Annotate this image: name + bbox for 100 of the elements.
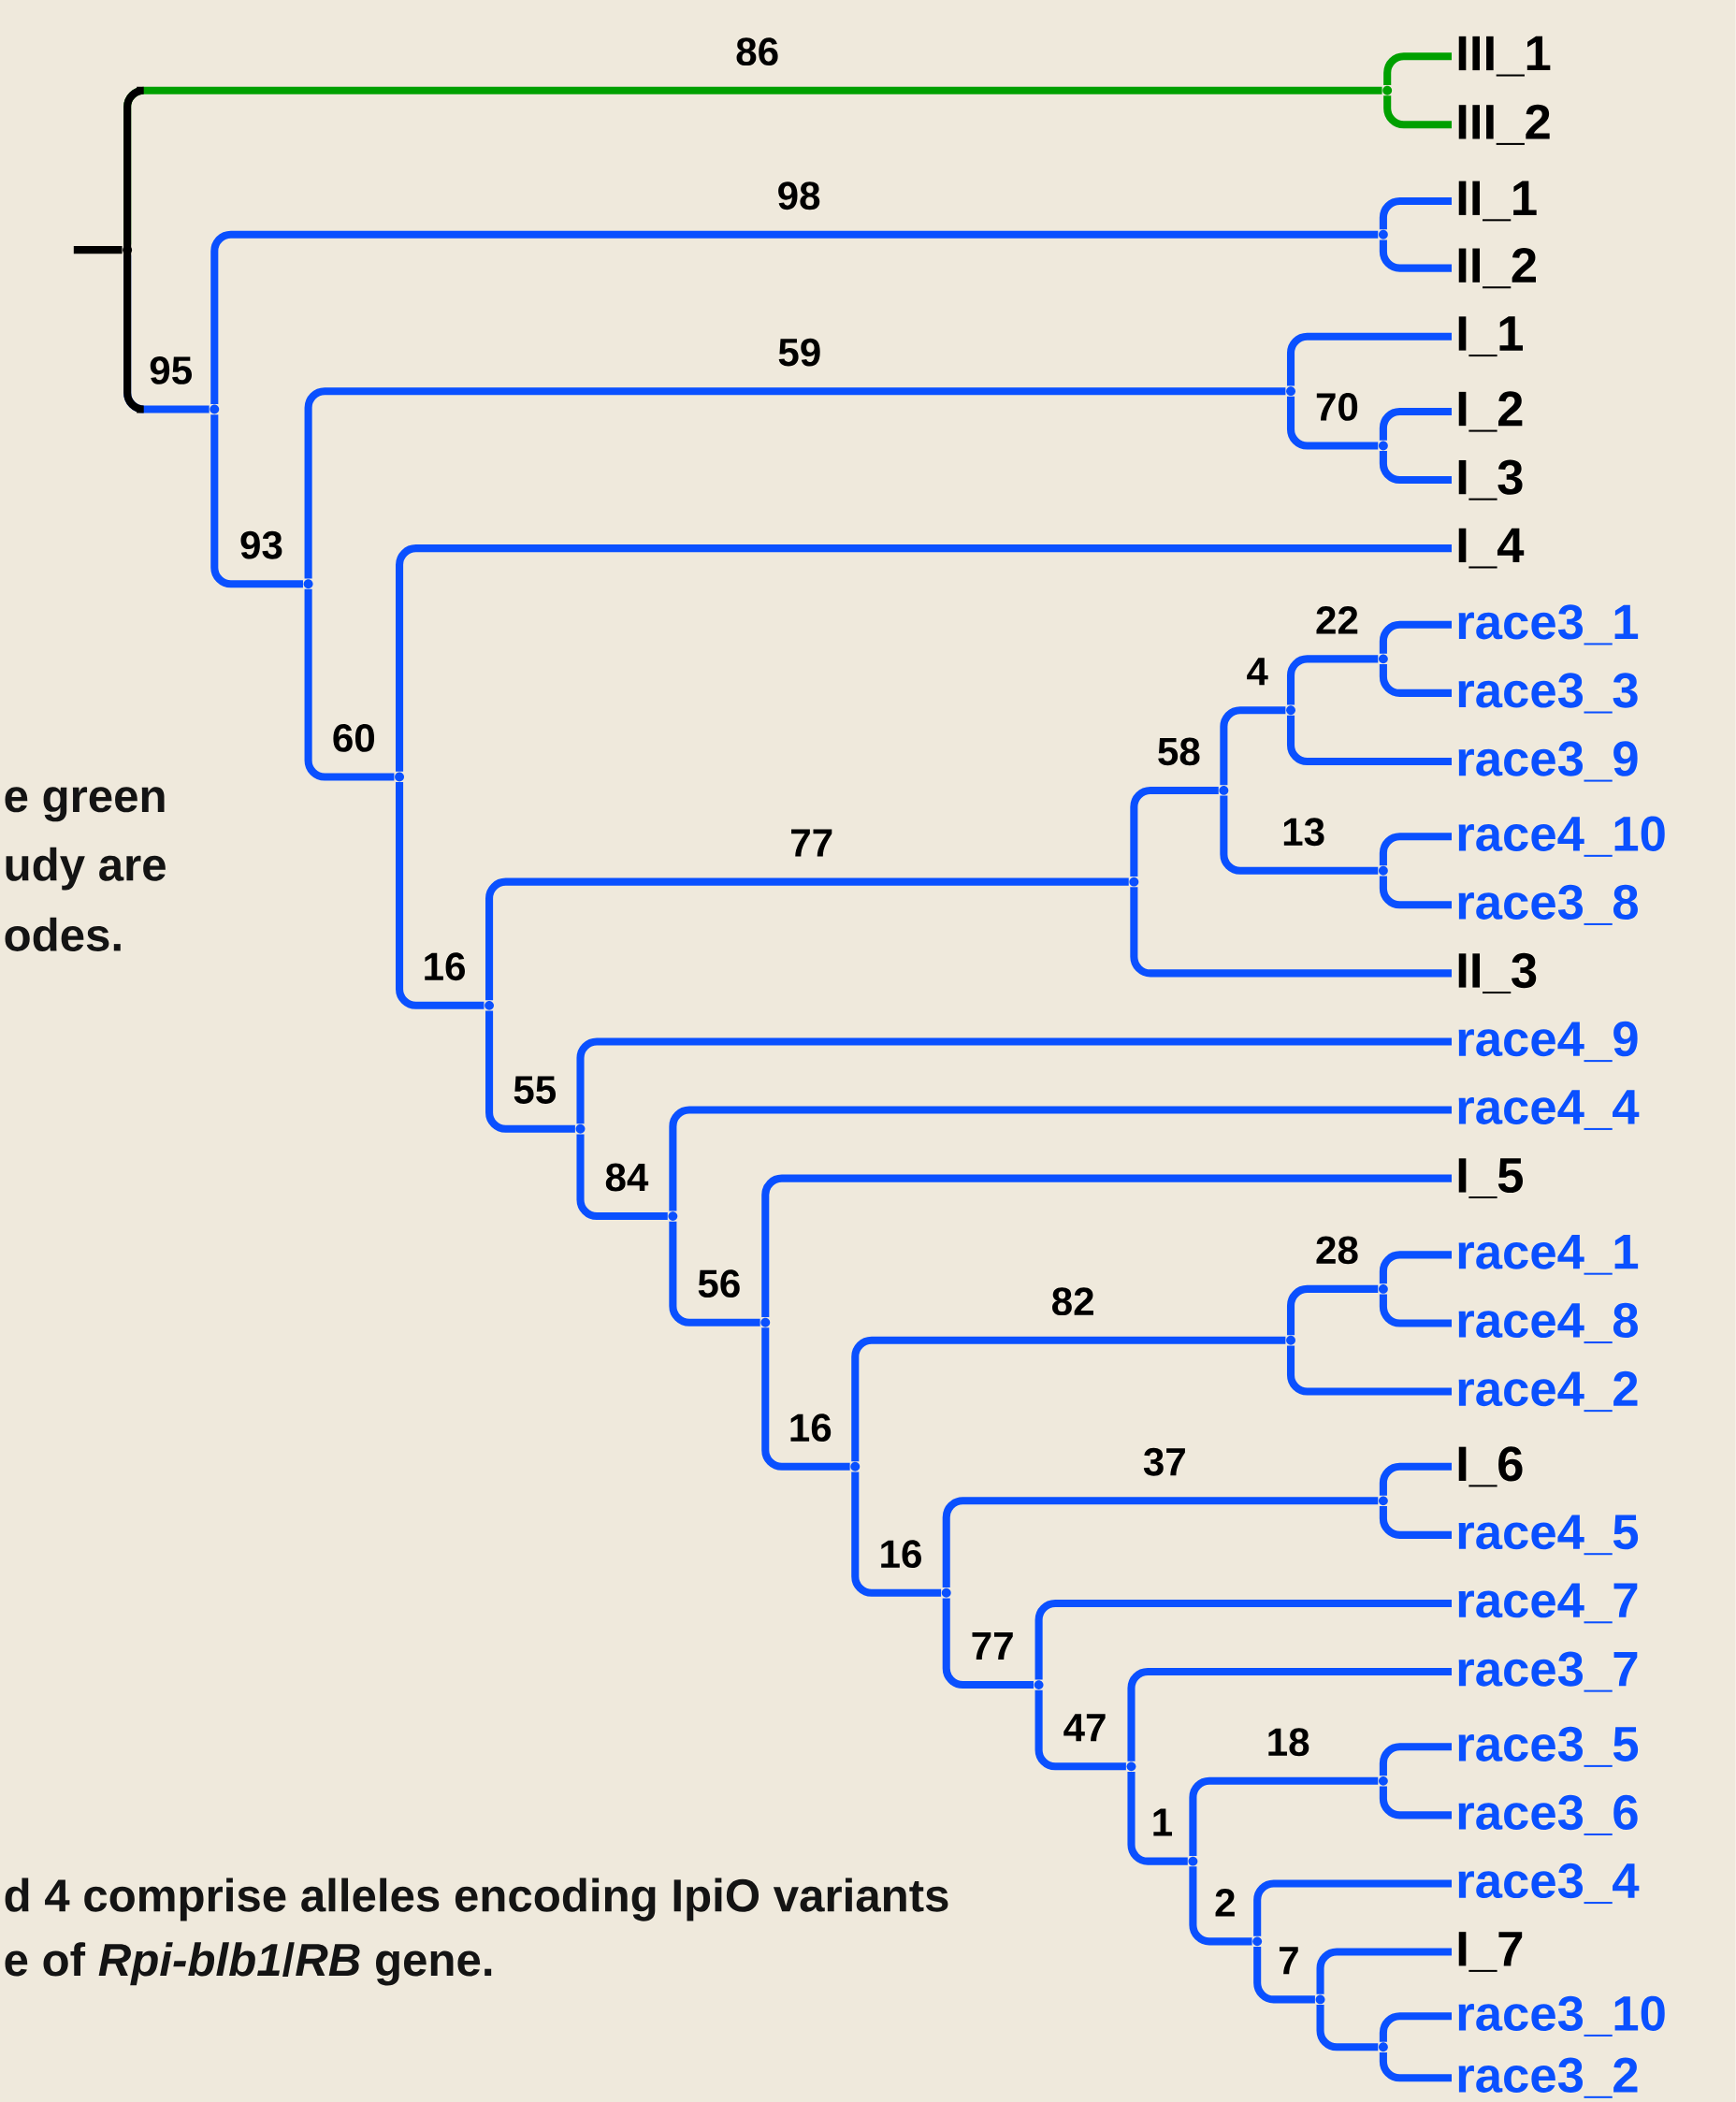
taxon-label: race3_1: [1458, 604, 1639, 645]
taxon-label: race3_5: [1458, 1726, 1639, 1767]
bootstrap-value: 4: [1247, 658, 1268, 686]
branch-point: [1126, 1761, 1136, 1772]
branch: [1287, 1284, 1379, 1336]
branch: [1316, 1948, 1453, 1994]
taxon-label: I_2: [1458, 391, 1523, 432]
branch: [1220, 795, 1379, 875]
branch-point: [1379, 654, 1388, 664]
branch: [1379, 196, 1453, 230]
taxon-label: race3_6: [1458, 1794, 1638, 1835]
taxon-label: II_3: [1458, 952, 1537, 994]
branch: [761, 1327, 850, 1471]
taxon-label: race4_5: [1458, 1515, 1639, 1556]
taxon-label: race4_4: [1458, 1090, 1640, 1130]
bootstrap-value: 16: [790, 1413, 832, 1442]
branch: [1287, 1345, 1453, 1396]
branch-point: [1379, 1496, 1388, 1506]
root-branch: [73, 246, 123, 254]
branch: [1130, 887, 1453, 978]
branch: [1253, 1946, 1316, 2004]
taxon-label: I_4: [1458, 528, 1525, 569]
bootstrap-value: 95: [150, 356, 193, 384]
taxon-label: III_2: [1458, 104, 1550, 145]
branch: [669, 1106, 1453, 1211]
taxon-label: III_1: [1458, 36, 1551, 77]
bootstrap-value: 70: [1316, 393, 1358, 421]
taxon-label: race4_2: [1458, 1370, 1638, 1413]
branch: [1287, 655, 1379, 705]
branch-point: [1286, 386, 1296, 397]
branch-point: [210, 404, 220, 414]
branch: [485, 1010, 575, 1133]
caption-text: e green: [5, 787, 165, 822]
bootstrap-value: 84: [605, 1163, 649, 1192]
branch-point: [485, 1000, 495, 1010]
taxon-label: race4_1: [1458, 1235, 1639, 1275]
branch: [1379, 407, 1453, 441]
branch-point: [760, 1317, 771, 1327]
branch-point: [941, 1587, 951, 1598]
caption-text: udy are: [6, 847, 166, 891]
branch-point: [1379, 441, 1388, 451]
taxon-label: II_1: [1458, 181, 1537, 222]
branch: [576, 1037, 1453, 1124]
branch-point: [1219, 786, 1229, 795]
taxon-label: race4_7: [1458, 1583, 1638, 1624]
taxon-label: race3_2: [1458, 2057, 1638, 2098]
branch-point: [1382, 85, 1393, 95]
branch: [1383, 52, 1453, 86]
branch-point: [303, 579, 313, 589]
branch-point: [850, 1461, 861, 1471]
branch: [1379, 1294, 1453, 1327]
branch: [304, 588, 395, 781]
branch: [942, 1497, 1379, 1588]
taxon-label: I_6: [1458, 1446, 1523, 1487]
taxon-label: I_7: [1458, 1932, 1523, 1972]
taxon-label: I_3: [1458, 459, 1523, 500]
branch: [1130, 786, 1219, 877]
branch-point: [1034, 1680, 1044, 1689]
branch: [304, 387, 1286, 579]
bootstrap-value: 16: [425, 952, 466, 981]
branch: [669, 1221, 760, 1326]
branch: [210, 414, 304, 588]
branch-point: [1379, 1283, 1388, 1294]
taxon-label: race4_9: [1458, 1021, 1638, 1063]
bootstrap-value: 7: [1280, 1947, 1298, 1975]
taxon-label: race4_8: [1458, 1302, 1639, 1344]
taxon-label: I_1: [1458, 316, 1524, 357]
branch-point: [1286, 1335, 1296, 1345]
bootstrap-value: 93: [240, 530, 282, 559]
taxon-label: race3_3: [1458, 673, 1638, 714]
taxon-label: race3_9: [1458, 741, 1638, 782]
taxon-label: race4_10: [1458, 816, 1665, 857]
branch: [1379, 2012, 1453, 2042]
branch: [396, 544, 1453, 772]
branch: [1189, 1866, 1252, 1946]
taxon-label: race3_4: [1458, 1863, 1640, 1905]
bootstrap-value: 22: [1316, 606, 1358, 634]
branch: [1379, 1251, 1453, 1284]
branch: [1316, 2005, 1379, 2051]
branch-point: [1286, 705, 1296, 716]
bootstrap-value: 28: [1316, 1236, 1358, 1265]
branch: [1034, 1599, 1453, 1680]
branch-point: [668, 1211, 678, 1221]
branch-point: [1379, 1776, 1388, 1786]
caption-text: odes.: [5, 917, 121, 951]
branch: [1127, 1771, 1188, 1865]
taxon-label: I_5: [1458, 1158, 1524, 1199]
branch-point: [1379, 2042, 1388, 2052]
bootstrap-value: 37: [1143, 1447, 1185, 1476]
bootstrap-value: 2: [1215, 1889, 1235, 1917]
taxon-label: race3_7: [1458, 1651, 1638, 1692]
branch: [396, 782, 485, 1009]
branch: [485, 877, 1129, 1001]
branch-point: [1252, 1936, 1263, 1947]
branch: [851, 1471, 942, 1597]
branch: [1287, 715, 1453, 765]
branch: [1253, 1879, 1453, 1936]
branch: [851, 1336, 1286, 1462]
branch-point: [395, 772, 405, 782]
branch: [1379, 620, 1453, 654]
